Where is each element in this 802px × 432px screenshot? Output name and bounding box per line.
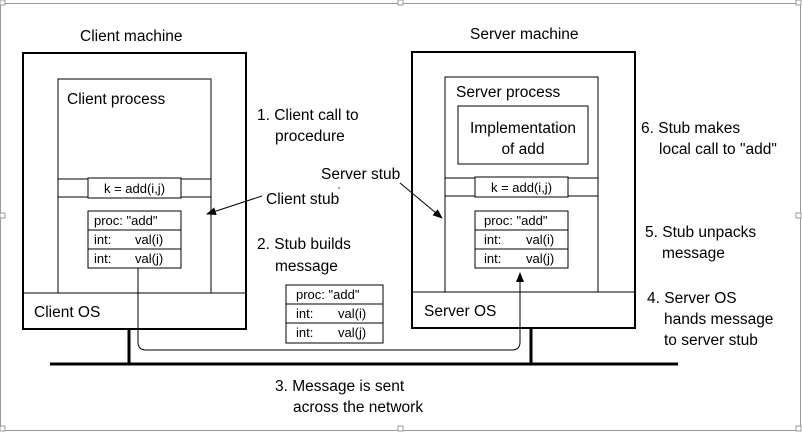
client-os-label: Client OS — [34, 304, 100, 321]
server-stub-label: Server stub — [321, 166, 400, 183]
client-call-text: k = add(i,j) — [104, 181, 165, 196]
client-stub-row-proc: proc: "add" — [94, 213, 158, 228]
client-stub-row-value: val(i) — [135, 232, 163, 247]
client-call-box — [87, 177, 182, 199]
step-3-line2: across the network — [293, 399, 423, 416]
server-stub-row-type: int: — [484, 251, 501, 266]
step-1-line1: 1. Client call to — [257, 107, 359, 124]
stray-dot — [338, 187, 340, 189]
message-row-type: int: — [296, 325, 313, 340]
step-4-line2: hands message — [664, 311, 773, 328]
handle-middle-right[interactable] — [795, 212, 802, 219]
server-call-text: k = add(i,j) — [491, 180, 552, 195]
handle-top-center[interactable] — [397, 0, 404, 6]
client-stub-row-type: int: — [94, 232, 111, 247]
handle-bottom-right[interactable] — [795, 425, 802, 432]
client-stub-row-type: int: — [94, 251, 111, 266]
step-4-line3: to server stub — [664, 332, 758, 349]
handle-top-right[interactable] — [795, 0, 802, 6]
message-table: proc: "add" int: val(i) int: val(j) — [285, 284, 384, 344]
step-6-line1: 6. Stub makes — [641, 120, 740, 137]
client-stub-table: proc: "add" int: val(i) int: val(j) — [87, 210, 182, 269]
step-5-line1: 5. Stub unpacks — [645, 224, 756, 241]
client-process-label: Client process — [67, 91, 165, 108]
implementation-line1: Implementation — [470, 120, 576, 137]
implementation-line2: of add — [501, 141, 544, 158]
server-process-box — [444, 76, 599, 293]
client-stub-arrow — [206, 195, 263, 216]
message-row-value: val(j) — [338, 325, 366, 340]
step-6-line2: local call to "add" — [659, 141, 777, 158]
message-path-arrow — [137, 268, 524, 351]
step-2-line2: message — [275, 258, 338, 275]
client-stub-row-value: val(j) — [135, 251, 163, 266]
step-4-line1: 4. Server OS — [647, 290, 737, 307]
server-os-label: Server OS — [424, 303, 496, 320]
step-2-line1: 2. Stub builds — [257, 236, 351, 253]
client-stub-label: Client stub — [266, 191, 339, 208]
server-process-label: Server process — [456, 84, 560, 101]
handle-middle-left[interactable] — [0, 212, 6, 219]
handle-bottom-left[interactable] — [0, 425, 6, 432]
server-stub-arrow — [399, 182, 443, 219]
handle-top-left[interactable] — [0, 0, 6, 6]
server-stub-row-proc: proc: "add" — [484, 213, 548, 228]
step-5-line2: message — [662, 245, 725, 262]
step-3-line1: 3. Message is sent — [275, 378, 405, 395]
server-stub-row-value: val(i) — [526, 232, 554, 247]
implementation-box — [457, 105, 589, 165]
server-call-box — [474, 176, 569, 198]
client-machine-title: Client machine — [80, 28, 183, 45]
handle-bottom-center[interactable] — [397, 425, 404, 432]
server-stub-row-value: val(j) — [526, 251, 554, 266]
message-row-value: val(i) — [338, 306, 366, 321]
client-process-box — [57, 78, 212, 294]
message-row-type: int: — [296, 306, 313, 321]
message-row-proc: proc: "add" — [296, 287, 360, 302]
step-1-line2: procedure — [275, 128, 345, 145]
server-stub-table: proc: "add" int: val(i) int: val(j) — [474, 210, 569, 269]
server-machine-title: Server machine — [470, 26, 579, 43]
server-stub-row-type: int: — [484, 232, 501, 247]
